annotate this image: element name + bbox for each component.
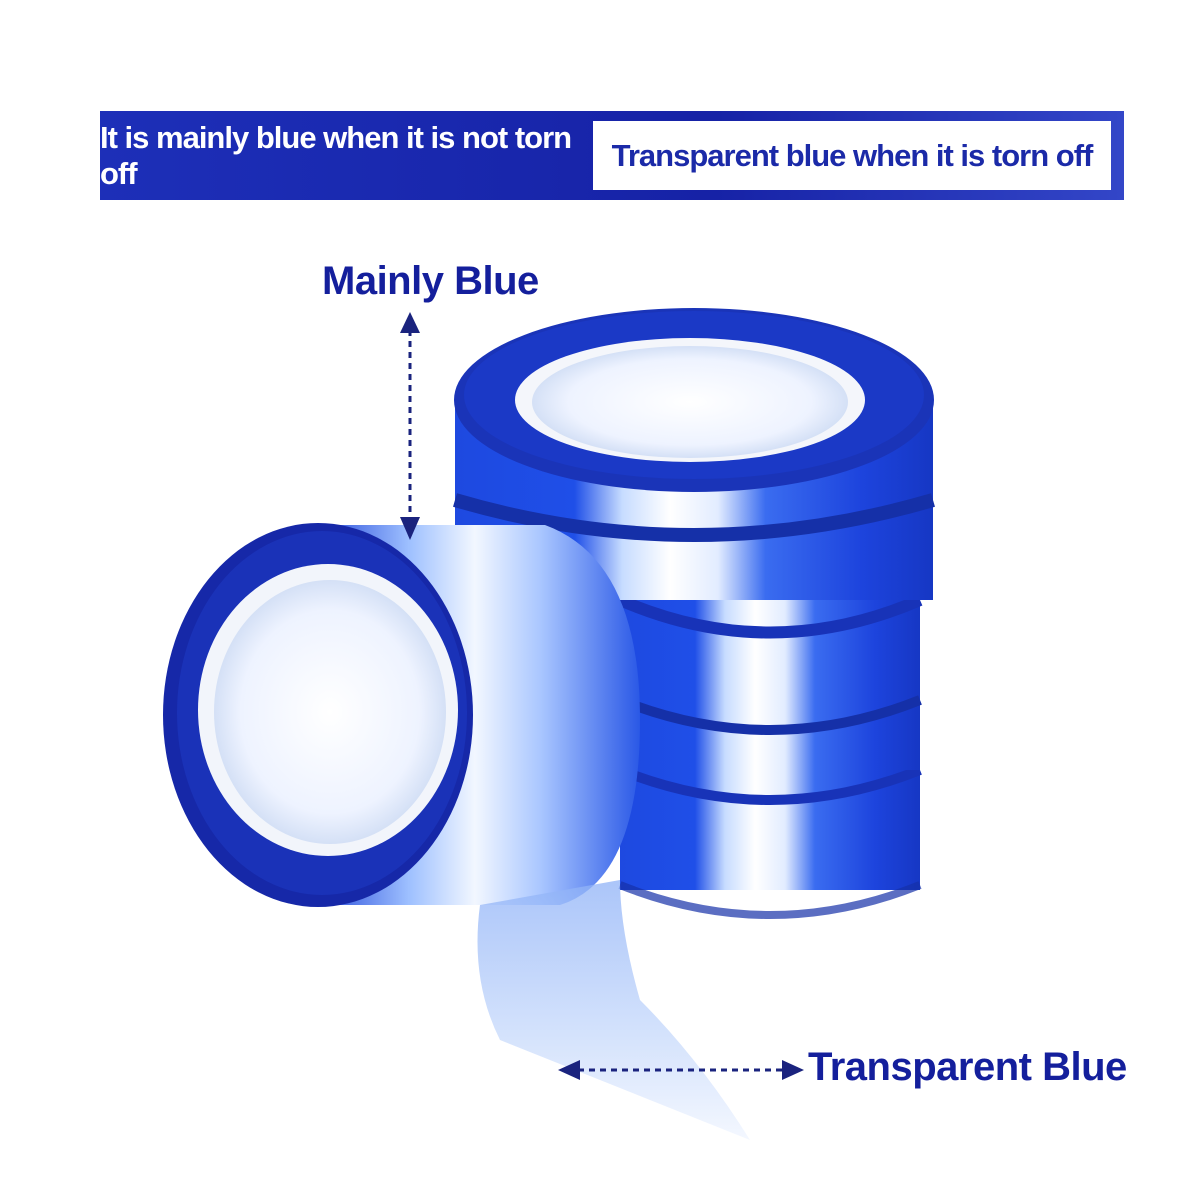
peeled-film [477, 880, 750, 1140]
mainly-blue-arrow [400, 312, 420, 540]
roll-stack [453, 308, 935, 919]
front-roll [163, 523, 750, 1140]
transparent-blue-label: Transparent Blue [808, 1045, 1127, 1089]
mainly-blue-label: Mainly Blue [322, 259, 539, 303]
banner-right-text: Transparent blue when it is torn off [593, 121, 1111, 190]
header-banner: It is mainly blue when it is not torn of… [100, 111, 1124, 200]
banner-left-text: It is mainly blue when it is not torn of… [100, 119, 572, 191]
transparent-blue-arrow [558, 1060, 804, 1080]
